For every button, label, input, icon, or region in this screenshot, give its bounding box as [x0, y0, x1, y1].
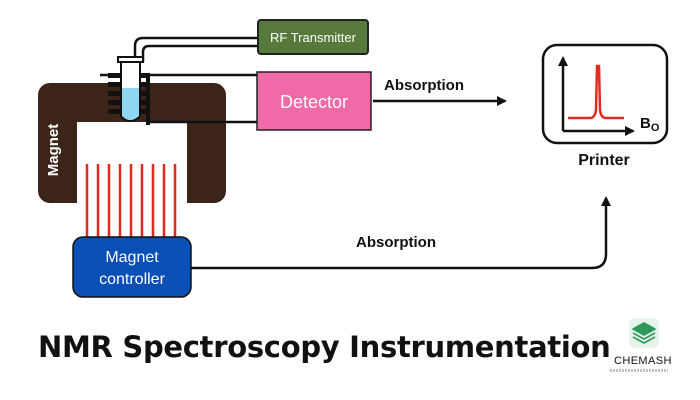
spectrum-peak — [568, 64, 624, 120]
magnet-label: Magnet — [45, 124, 62, 177]
coil-wires — [85, 164, 177, 240]
logo-tagline-mark — [610, 369, 668, 372]
rf-transmitter-label: RF Transmitter — [270, 30, 357, 45]
layers-icon — [629, 318, 659, 348]
printer: BO Printer — [541, 43, 669, 169]
sample-tube — [117, 56, 144, 122]
magnet-controller: Magnet controller — [72, 236, 192, 298]
magnet: Magnet — [38, 83, 226, 203]
absorption-arrow-bottom — [191, 196, 611, 270]
detector-box — [256, 71, 372, 131]
field-symbol-sub: O — [651, 122, 660, 134]
absorption-label-top: Absorption — [384, 77, 464, 94]
field-symbol-b: B — [640, 115, 651, 132]
absorption-label-bottom: Absorption — [356, 234, 436, 251]
page-title: NMR Spectroscopy Instrumentation — [38, 330, 611, 364]
detector-label: Detector — [280, 92, 348, 112]
printer-label: Printer — [578, 152, 630, 169]
magnet-controller-line2: controller — [99, 271, 165, 288]
magnet-controller-line1: Magnet — [105, 249, 159, 266]
field-symbol: BO — [640, 115, 660, 134]
rf-transmitter: RF Transmitter — [257, 19, 369, 55]
magnet-controller-box — [72, 236, 192, 298]
magnet-gap — [77, 122, 187, 164]
rf-transmitter-box — [257, 19, 369, 55]
logo-brand: CHEMASH — [614, 355, 672, 367]
detector: Detector — [256, 71, 372, 131]
signal-wires — [100, 36, 258, 124]
